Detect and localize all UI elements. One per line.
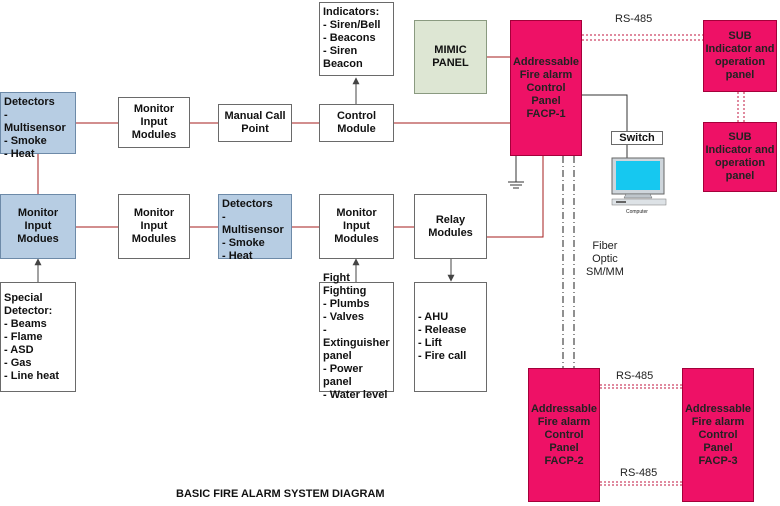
indicator-item: - Siren xyxy=(323,45,358,57)
network-switch: Switch xyxy=(611,131,663,145)
facp-3-panel: Addressable Fire alarm Control Panel FAC… xyxy=(682,368,754,502)
control-module: Control Module xyxy=(319,104,394,142)
indicator-item: Beacon xyxy=(323,58,363,70)
indicator-item: - Beacons xyxy=(323,32,376,44)
monitor-input-modules-2: Monitor Input Modules xyxy=(118,194,190,259)
computer-icon xyxy=(611,157,667,206)
monitor-input-modues: Monitor Input Modues xyxy=(0,194,76,259)
ground-symbol xyxy=(508,156,524,189)
diagram-title: BASIC FIRE ALARM SYSTEM DIAGRAM xyxy=(176,488,385,500)
rs485-label-top: RS-485 xyxy=(615,13,653,25)
detectors-box-2: Detectors - Multisensor - Smoke - Heat xyxy=(218,194,292,262)
monitor-input-modules-3: Monitor Input Modules xyxy=(319,194,394,259)
relay-modules: Relay Modules xyxy=(414,194,487,259)
rs485-label-mid: RS-485 xyxy=(616,370,654,382)
loop-wiring xyxy=(37,56,544,238)
fiber-optic-links xyxy=(562,156,575,368)
facp-2-panel: Addressable Fire alarm Control Panel FAC… xyxy=(528,368,600,502)
manual-call-point: Manual Call Point xyxy=(218,104,292,142)
sub-indicator-panel-1: SUB Indicator and operation panel xyxy=(703,20,777,92)
fiber-optic-label: Fiber Optic SM/MM xyxy=(586,240,624,278)
indicator-item: - Siren/Bell xyxy=(323,19,381,31)
indicators-box: Indicators: - Siren/Bell - Beacons - Sir… xyxy=(319,2,394,76)
rs485-links xyxy=(582,34,745,486)
relay-outputs-box: - AHU - Release - Lift - Fire call xyxy=(414,282,487,392)
fire-fighting-box: Fight Fighting - Plumbs - Valves - Extin… xyxy=(319,272,394,401)
monitor-input-modules-1: Monitor Input Modules xyxy=(118,97,190,148)
detectors-box-1: Detectors - Multisensor - Smoke - Heat xyxy=(0,92,76,160)
special-detector-box: Special Detector: - Beams - Flame - ASD … xyxy=(0,282,76,392)
computer-label: Computer xyxy=(626,209,648,215)
mimic-panel: MIMIC PANEL xyxy=(414,20,487,94)
indicators-heading: Indicators: xyxy=(323,6,380,18)
rs485-label-bottom: RS-485 xyxy=(620,467,658,479)
sub-indicator-panel-2: SUB Indicator and operation panel xyxy=(703,122,777,192)
facp-1-panel: Addressable Fire alarm Control Panel FAC… xyxy=(510,20,582,156)
